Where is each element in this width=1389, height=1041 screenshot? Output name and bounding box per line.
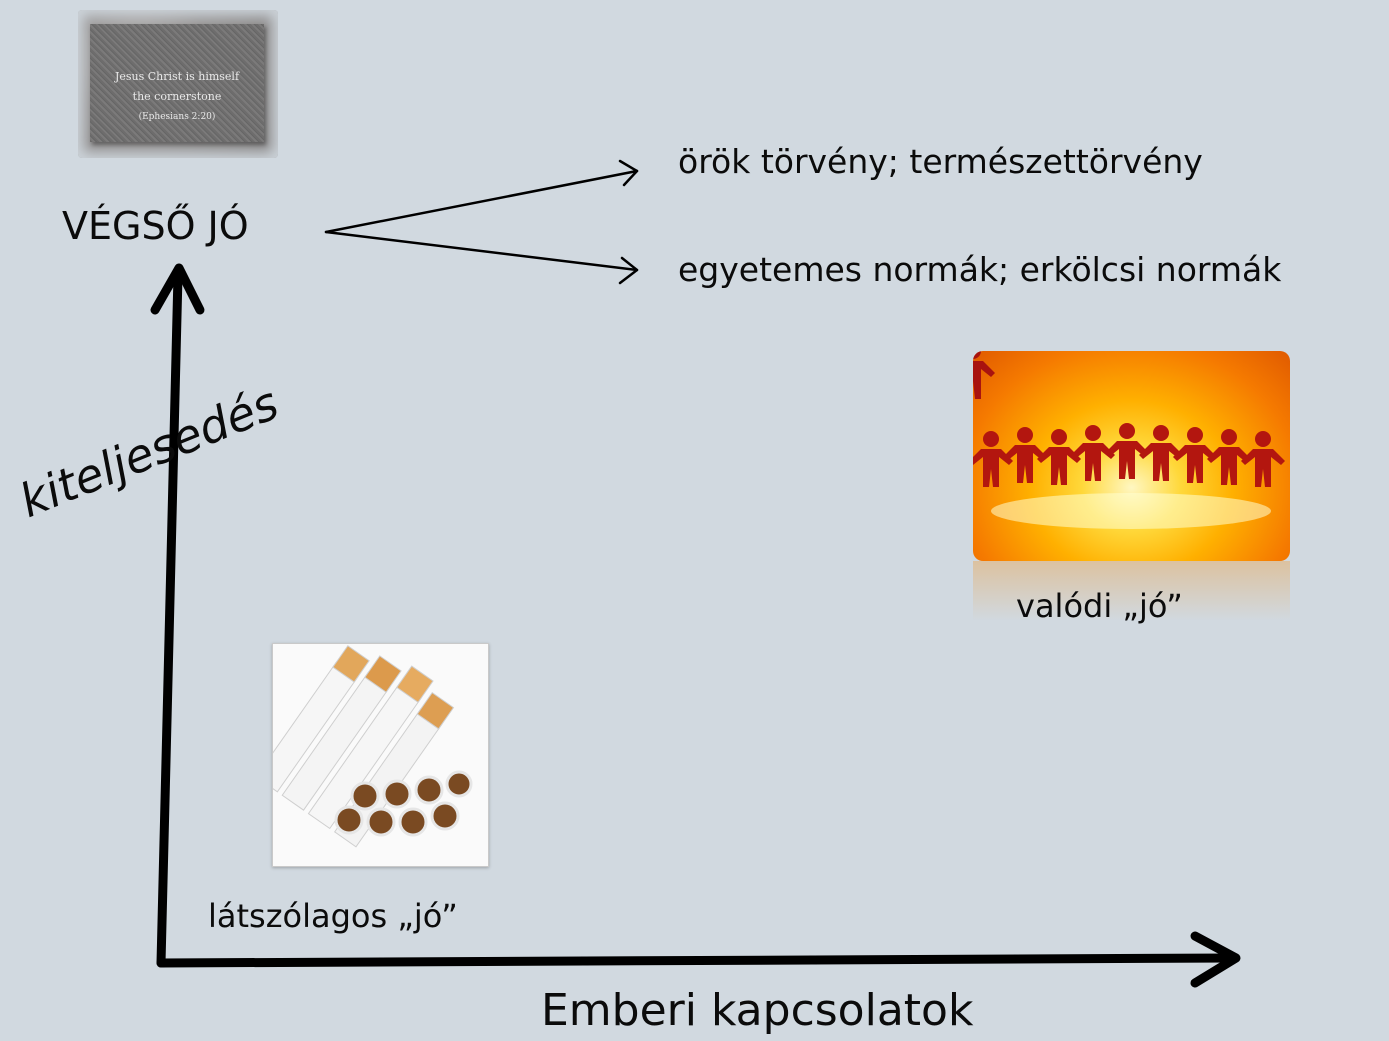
horizontal-axis-label: Emberi kapcsolatok bbox=[541, 985, 974, 1036]
branch-arrow-upper-head bbox=[618, 159, 639, 187]
caption-apparent-good: látszólagos „jó” bbox=[208, 897, 458, 935]
branch-arrow-upper bbox=[324, 169, 639, 234]
plaque-line-2: the cornerstone bbox=[132, 90, 222, 103]
branch-label-lower: egyetemes normák; erkölcsi normák bbox=[678, 250, 1282, 289]
paper-chain-people-icon bbox=[973, 351, 1285, 529]
people-row bbox=[973, 423, 1285, 487]
branch-arrow-lower bbox=[324, 230, 639, 272]
vertical-axis-arrowhead bbox=[150, 263, 205, 315]
plaque-line-3: (Ephesians 2:20) bbox=[138, 112, 216, 122]
plaque-face: Jesus Christ is himself the cornerstone … bbox=[90, 24, 264, 142]
cigarettes-image bbox=[255, 643, 489, 867]
cigarettes-icon bbox=[255, 645, 473, 848]
horizontal-axis-arrowhead bbox=[1190, 931, 1241, 988]
paper-chain-people-image bbox=[973, 351, 1290, 561]
caption-true-good: valódi „jó” bbox=[1016, 587, 1183, 625]
plaque-line-1: Jesus Christ is himself bbox=[114, 70, 240, 83]
cornerstone-plaque-image: Jesus Christ is himself the cornerstone … bbox=[78, 10, 278, 158]
horizontal-axis-line bbox=[156, 953, 1238, 968]
branch-arrow-lower-head bbox=[618, 256, 639, 285]
people-image-reflection bbox=[973, 561, 1290, 621]
top-node-label: VÉGSŐ JÓ bbox=[62, 204, 249, 248]
branch-label-upper: örök törvény; természettörvény bbox=[678, 142, 1203, 181]
vertical-axis-line bbox=[156, 270, 183, 968]
